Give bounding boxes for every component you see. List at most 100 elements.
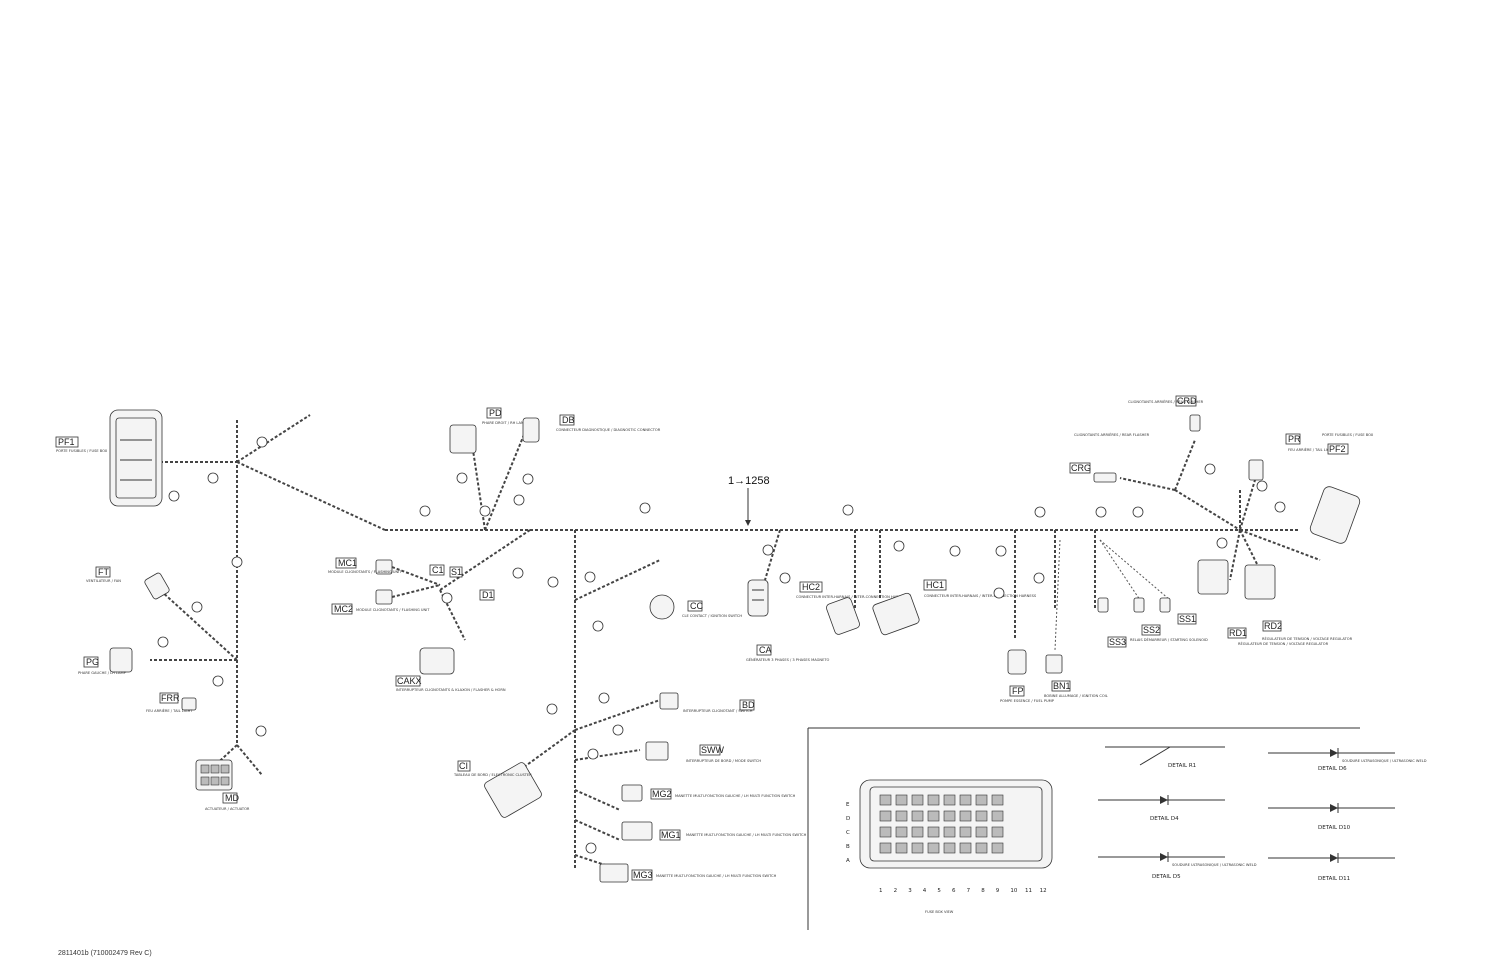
fusebox-col-label: 8: [981, 888, 985, 894]
main-harness-trunk: [150, 414, 1321, 871]
connector-crd-code: CRD: [1177, 396, 1197, 406]
connector-mg1-code: MG1: [661, 830, 681, 840]
connector-fp-code: FP: [1012, 686, 1024, 696]
connector-sww-code: SWW: [701, 745, 724, 755]
callout-bubble: [479, 505, 491, 517]
connector-cc: CC CLE CONTACT / IGNITION SWITCH: [649, 594, 742, 620]
fuse-slot: [879, 810, 892, 822]
callout-bubble: [207, 472, 219, 484]
callout-bubble: [762, 544, 774, 556]
callout-bubble: [585, 842, 597, 854]
connector-ss1: SS1: [1159, 597, 1197, 625]
fuse-slot: [911, 794, 924, 806]
fusebox-col-label: 6: [952, 888, 956, 894]
callout-bubble: [598, 692, 610, 704]
connector-cc-desc: CLE CONTACT / IGNITION SWITCH: [682, 614, 742, 618]
callout-bubble: [612, 724, 624, 736]
connector-ss2-code: SS2: [1143, 625, 1160, 635]
connector-mg2-desc: MANETTE MULTI-FONCTION GAUCHE / LH MULTI…: [675, 794, 796, 798]
callout-bubble: [546, 703, 558, 715]
fusebox-row-label: D: [846, 816, 850, 822]
fusebox-col-label: 2: [894, 888, 898, 894]
fuse-slot: [991, 794, 1004, 806]
connector-crd: CRD CLIGNOTANTS ARRIÈRES / REAR FLASHER: [1128, 395, 1204, 432]
connector-crg-desc: CLIGNOTANTS ARRIÈRES / REAR FLASHER: [1074, 432, 1150, 437]
connector-ss3: SS3: [1097, 597, 1127, 648]
fuse-slot: [991, 810, 1004, 822]
fusebox-row-label: A: [846, 858, 850, 864]
detail-d5: DETAIL D5 SOUDURE ULTRASONIQUE / ULTRASO…: [1098, 852, 1257, 880]
connector-hc1-desc: CONNECTEUR INTER-HARNAIS / INTER-CONNECT…: [924, 594, 1037, 598]
callout-bubble: [513, 494, 525, 506]
splice-s1: S1: [449, 566, 463, 578]
connector-hc2: HC2 CONNECTEUR INTER-HARNAIS / INTER-CON…: [796, 581, 909, 635]
fuse-slot: [895, 826, 908, 838]
splice-c1: C1: [429, 564, 445, 576]
connector-ca-code: CA: [759, 645, 772, 655]
fusebox-col-label: 1: [879, 888, 883, 894]
fusebox-col-label: 7: [967, 888, 971, 894]
connector-fp-desc: POMPE ESSENCE / FUEL PUMP: [1000, 699, 1055, 703]
detail-d10-title: DETAIL D10: [1318, 825, 1351, 831]
fusebox-row-label: B: [846, 844, 850, 850]
connector-mc1: MC1 MODULE CLIGNOTANTS / FLASHING UNIT: [328, 557, 402, 575]
fuse-slot: [879, 794, 892, 806]
connector-pd-code: PD: [489, 408, 502, 418]
connector-bn1: BN1 BOBINE ALLUMAGE / IGNITION COIL: [1044, 654, 1108, 698]
fuse-slot: [943, 810, 956, 822]
connector-rd1-desc: RÉGULATEUR DE TENSION / VOLTAGE REGULATO…: [1238, 641, 1329, 646]
connector-ss2-desc: RELAIS DÉMARREUR / STARTING SOLENOID: [1130, 637, 1208, 642]
fusebox-view-title: FUSE BOX VIEW: [925, 910, 954, 914]
connector-pd-desc: PHARE DROIT / RH LAMP: [482, 421, 527, 425]
connector-pf2-code: PF2: [1329, 444, 1346, 454]
callout-bubble: [592, 620, 604, 632]
callout-bubble: [456, 472, 468, 484]
connector-db-desc: CONNECTEUR DIAGNOSTIQUE / DIAGNOSTIC CON…: [556, 428, 661, 432]
callout-bubble: [522, 473, 534, 485]
connector-bn1-desc: BOBINE ALLUMAGE / IGNITION COIL: [1044, 694, 1108, 698]
connector-crg: CRG CLIGNOTANTS ARRIÈRES / REAR FLASHER: [1069, 432, 1150, 483]
connector-hc1: HC1 CONNECTEUR INTER-HARNAIS / INTER-CON…: [872, 579, 1037, 636]
connector-ci: CI TABLEAU DE BORD / ELECTRONIC CLUSTER: [453, 760, 542, 818]
connector-rd2: RD2 RÉGULATEUR DE TENSION / VOLTAGE REGU…: [1244, 564, 1353, 641]
fuse-slot: [879, 826, 892, 838]
callout-bubble: [587, 748, 599, 760]
connector-bd: BD INTERRUPTEUR CLIGNOTANT / SWITCH: [659, 692, 755, 713]
connector-pf2-desc: PORTE FUSIBLES / FUSE BOX: [1322, 433, 1374, 437]
detail-d5-title: DETAIL D5: [1152, 874, 1181, 880]
connector-pg-desc: PHARE GAUCHE / LH LAMP: [78, 671, 127, 675]
callout-bubble: [157, 636, 169, 648]
connector-mg1-desc: MANETTE MULTI-FONCTION GAUCHE / LH MULTI…: [686, 833, 807, 837]
fuse-slot: [895, 810, 908, 822]
callout-bubble: [1216, 537, 1228, 549]
callout-bubble: [231, 556, 243, 568]
fuse-slot: [927, 842, 940, 854]
connector-mg3-code: MG3: [633, 870, 653, 880]
connector-pd: PD PHARE DROIT / RH LAMP: [449, 407, 527, 454]
connector-ci-code: CI: [459, 761, 468, 771]
connector-ft: FT VENTILATEUR / FAN: [86, 566, 170, 600]
connector-mg2-code: MG2: [652, 789, 672, 799]
callout-bubble: [1132, 506, 1144, 518]
callout-bubble: [995, 545, 1007, 557]
detail-r1-title: DETAIL R1: [1168, 763, 1196, 769]
connector-mc2: MC2 MODULE CLIGNOTANTS / FLASHING UNIT: [331, 566, 441, 615]
connector-ss1-code: SS1: [1179, 614, 1196, 624]
connector-pf2: PF2 PORTE FUSIBLES / FUSE BOX: [1309, 433, 1374, 544]
callout-bubble: [1256, 480, 1268, 492]
fuse-slot: [943, 826, 956, 838]
callout-bubble: [256, 436, 268, 448]
fusebox-row-label: C: [846, 830, 850, 836]
connector-sww: SWW INTERRUPTEUR DE BORD / MODE SWITCH: [645, 741, 761, 763]
connector-cakx: CAKX INTERRUPTEUR CLIGNOTANTS & KLAXON /…: [395, 647, 506, 692]
connector-pr-code: PR: [1288, 434, 1301, 444]
connector-bd-desc: INTERRUPTEUR CLIGNOTANT / SWITCH: [683, 709, 753, 713]
connector-rd1: RD1 RÉGULATEUR DE TENSION / VOLTAGE REGU…: [1197, 559, 1329, 646]
connector-rd1-code: RD1: [1229, 628, 1247, 638]
connector-ca-desc: GÉNÉRATEUR 3 PHASES / 3 PHASES MAGNETO: [746, 657, 830, 662]
connector-rd2-desc: RÉGULATEUR DE TENSION / VOLTAGE REGULATO…: [1262, 636, 1353, 641]
